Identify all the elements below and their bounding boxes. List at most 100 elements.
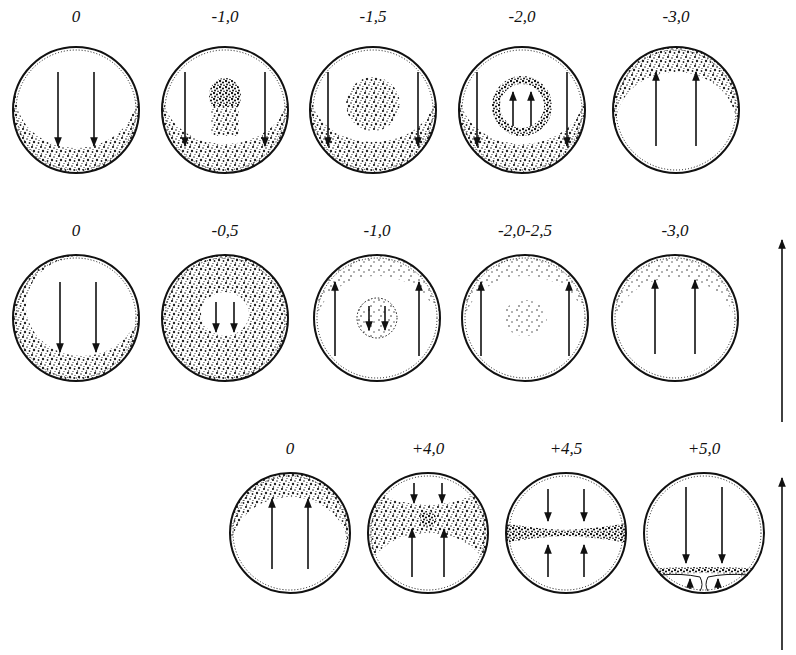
disc-outline (613, 47, 739, 173)
field-value-label: -1,0 (362, 222, 393, 240)
domain-region (211, 106, 239, 136)
domain-disc (162, 44, 288, 173)
domain-disc (368, 449, 488, 621)
magnetization-arrow (233, 302, 235, 332)
magnetization-arrow (655, 72, 657, 146)
disc-outline (506, 473, 626, 593)
magnetization-arrow (566, 72, 568, 146)
field-arrow (781, 478, 783, 650)
magnetization-arrow (215, 302, 217, 332)
domain-group (368, 449, 488, 621)
domain-disc (13, 255, 139, 381)
disc-outline (615, 258, 735, 378)
disc-outline (647, 476, 761, 590)
domain-disc (504, 473, 628, 593)
field-value-label: -1,0 (210, 8, 241, 26)
magnetization-arrow (654, 280, 656, 354)
domain-region (311, 46, 435, 142)
domain-group (13, 44, 139, 173)
disc-outline (465, 258, 585, 378)
domain-region (503, 300, 547, 336)
domain-region (162, 255, 288, 381)
magnetization-arrow (411, 529, 413, 577)
domain-region (357, 298, 397, 338)
magnetization-arrow (547, 545, 549, 577)
disc-outline (310, 47, 436, 173)
magnetization-arrow (307, 499, 309, 569)
magnetization-arrow (694, 280, 696, 354)
field-value-label: 0 (284, 440, 297, 458)
field-value-label: -1,5 (358, 8, 389, 26)
domain-disc (230, 473, 350, 597)
domain-disc (462, 255, 588, 384)
disc-outline (616, 50, 736, 170)
domain-group (613, 47, 739, 176)
domain-region (16, 44, 136, 148)
domain-group (162, 255, 288, 381)
domain-group (612, 255, 738, 386)
magnetization-arrow (721, 487, 723, 563)
domain-group (504, 523, 628, 543)
disc-outline (612, 255, 738, 381)
disc-outline (165, 50, 285, 170)
magnetization-arrow (264, 72, 266, 146)
domain-region (13, 255, 139, 381)
field-value-label: +4,0 (410, 440, 447, 458)
magnetization-arrow (583, 545, 585, 577)
magnetization-arrow (59, 282, 61, 352)
magnetization-arrow (384, 306, 386, 330)
domain-region (420, 511, 436, 527)
domain-region (613, 278, 737, 386)
magnetization-arrow (689, 579, 691, 589)
magnetization-arrow (417, 72, 419, 146)
field-value-label: -0,5 (210, 222, 241, 240)
domain-disc (613, 47, 739, 176)
field-value-label: +4,5 (548, 440, 585, 458)
field-value-label: -2,0-2,5 (496, 222, 554, 240)
disc-outline (317, 258, 437, 378)
domain-disc (13, 44, 139, 173)
domain-region (496, 80, 548, 132)
magnetization-arrow (418, 282, 420, 356)
disc-outline (13, 255, 139, 381)
disc-outline (314, 255, 440, 381)
disc-outline (162, 47, 288, 173)
magnetization-arrow (568, 282, 570, 356)
magnetization-arrow (57, 72, 59, 146)
field-value-label: +5,0 (686, 440, 723, 458)
disc-outline (16, 50, 136, 170)
domain-group (462, 255, 588, 384)
magnetization-arrow (685, 487, 687, 563)
domain-region (232, 497, 348, 597)
disc-outline (644, 473, 764, 593)
field-value-label: -2,0 (507, 8, 538, 26)
magnetization-arrow (480, 282, 482, 356)
field-arrow (781, 240, 783, 422)
domain-region (460, 44, 584, 144)
disc-outline (368, 473, 488, 593)
disc-outline (233, 476, 347, 590)
field-value-label: 0 (70, 222, 83, 240)
disc-outline (462, 255, 588, 381)
magnetization-arrow (413, 483, 415, 503)
domain-region (357, 298, 397, 338)
domain-region (201, 292, 249, 336)
magnetization-arrow (184, 72, 186, 146)
field-value-label: 0 (70, 8, 83, 26)
field-value-label: -3,0 (661, 8, 692, 26)
domain-group (13, 255, 139, 381)
domain-region (346, 77, 400, 131)
domain-disc (310, 46, 436, 173)
magnetization-arrow (271, 499, 273, 569)
domain-disc (162, 255, 288, 381)
magnetization-arrow (327, 72, 329, 146)
domain-disc (314, 255, 440, 384)
magnetization-arrow (476, 72, 478, 146)
magnetization-arrow (334, 282, 336, 356)
magnetization-arrow (530, 92, 532, 126)
domain-disc (459, 44, 585, 173)
disc-outline (16, 258, 136, 378)
disc-outline (371, 476, 485, 590)
